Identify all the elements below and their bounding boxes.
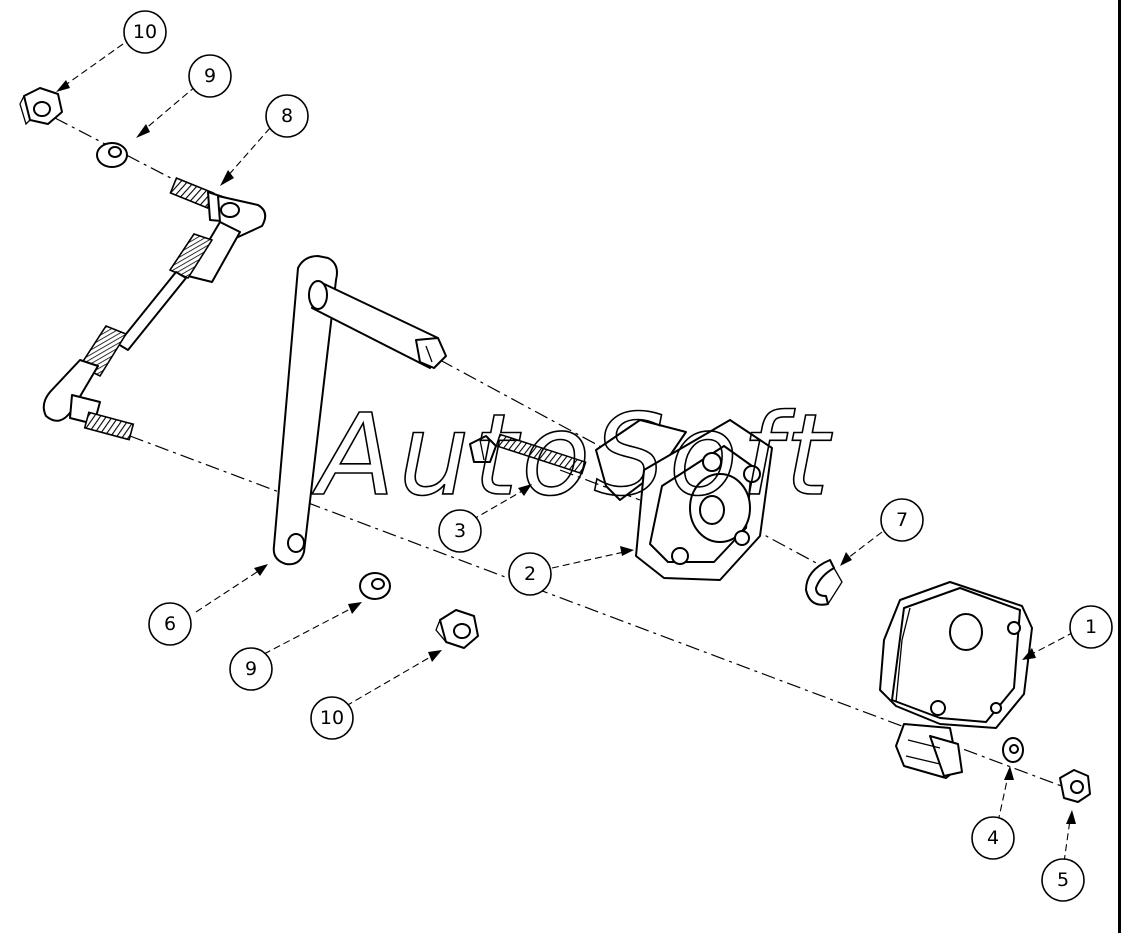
- leader-lines: [56, 43, 1076, 863]
- callout-8-label: 8: [281, 105, 293, 127]
- callout-9-top: 9: [188, 54, 232, 98]
- hex-nut-top: [19, 87, 63, 126]
- callout-9-lower-label: 9: [245, 658, 257, 680]
- callout-8: 8: [265, 94, 309, 138]
- callout-4-label: 4: [987, 827, 999, 849]
- linkage-rod-assembly: [42, 177, 267, 441]
- position-sensor: [879, 581, 1033, 779]
- callout-10-top-label: 10: [133, 21, 157, 43]
- callout-3-label: 3: [454, 520, 466, 542]
- callout-1-label: 1: [1085, 616, 1097, 638]
- callout-4: 4: [971, 816, 1015, 860]
- right-border: [1118, 0, 1121, 933]
- callout-10-lower-label: 10: [320, 707, 344, 729]
- callout-10-lower: 10: [310, 696, 354, 740]
- hex-nut-lower: [435, 609, 479, 649]
- callout-3: 3: [438, 509, 482, 553]
- callout-9-lower: 9: [229, 647, 273, 691]
- callout-7: 7: [880, 498, 924, 542]
- hex-nut-small: [1059, 769, 1091, 803]
- callout-6: 6: [148, 602, 192, 646]
- callout-7-label: 7: [896, 509, 908, 531]
- callout-6-label: 6: [164, 613, 176, 635]
- long-bolt: [469, 433, 587, 475]
- callout-2-label: 2: [524, 563, 536, 585]
- lever-arm: [272, 255, 447, 566]
- snap-ring: [805, 559, 843, 606]
- washer-small: [1002, 737, 1024, 763]
- mounting-bracket: [595, 419, 773, 581]
- callout-10-top: 10: [123, 10, 167, 54]
- callout-2: 2: [508, 552, 552, 596]
- watermark: AutoSoft: [312, 391, 833, 521]
- callout-5-label: 5: [1057, 869, 1069, 891]
- lock-washer-top: [96, 142, 128, 168]
- callout-5: 5: [1041, 858, 1085, 902]
- callout-1: 1: [1069, 605, 1113, 649]
- callout-9-top-label: 9: [204, 65, 216, 87]
- lock-washer-lower: [359, 572, 391, 600]
